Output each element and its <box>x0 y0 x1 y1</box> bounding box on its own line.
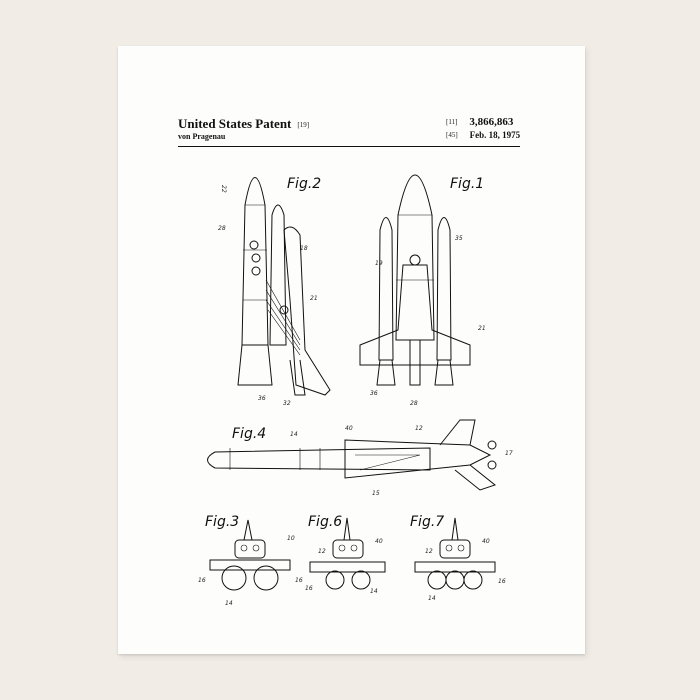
svg-text:16: 16 <box>498 578 506 585</box>
fig7-label: Fig.7 <box>410 514 444 530</box>
inventor-name: von Pragenau <box>178 132 226 141</box>
svg-text:17: 17 <box>505 450 513 457</box>
svg-text:14: 14 <box>428 595 436 602</box>
fig1-drawing: 19 35 21 28 36 <box>359 174 486 407</box>
fig3-label: Fig.3 <box>205 514 239 530</box>
fig4-label: Fig.4 <box>232 426 266 442</box>
fig4-drawing: 14 40 12 15 17 <box>207 419 513 497</box>
patent-number: [11] 3,866,863 <box>446 116 513 128</box>
svg-text:36: 36 <box>258 395 266 402</box>
svg-text:19: 19 <box>375 260 383 267</box>
patent-date-text: Feb. 18, 1975 <box>469 130 521 140</box>
svg-text:12: 12 <box>415 425 423 432</box>
svg-text:15: 15 <box>372 490 380 497</box>
svg-text:32: 32 <box>283 400 291 407</box>
header-rule <box>178 146 520 147</box>
svg-text:28: 28 <box>410 400 418 407</box>
svg-text:14: 14 <box>225 600 233 607</box>
fig6-label: Fig.6 <box>308 514 342 530</box>
svg-text:40: 40 <box>345 425 353 432</box>
svg-text:12: 12 <box>318 548 326 555</box>
fig3-drawing: 10 16 16 14 <box>198 519 303 607</box>
svg-text:40: 40 <box>375 538 383 545</box>
patent-title: United States Patent [19] <box>178 116 309 132</box>
fig2-label: Fig.2 <box>287 176 321 192</box>
svg-text:14: 14 <box>370 588 378 595</box>
fig7-drawing: 12 40 16 14 <box>414 517 506 602</box>
patent-title-text: United States Patent <box>178 116 292 131</box>
patent-number-text: 3,866,863 <box>469 116 514 128</box>
patent-print-sheet <box>118 46 585 654</box>
svg-text:28: 28 <box>218 225 226 232</box>
patent-title-ref: [19] <box>297 121 310 129</box>
svg-text:16: 16 <box>295 577 303 584</box>
svg-text:40: 40 <box>482 538 490 545</box>
svg-text:18: 18 <box>300 245 308 252</box>
patent-date-ref: [45] <box>446 131 458 139</box>
patent-date: [45] Feb. 18, 1975 <box>446 130 520 140</box>
fig2-drawing: 22 28 18 21 32 36 <box>218 177 331 407</box>
patent-number-ref: [11] <box>446 118 458 126</box>
svg-text:16: 16 <box>305 585 313 592</box>
svg-text:14: 14 <box>290 431 298 438</box>
svg-text:12: 12 <box>425 548 433 555</box>
svg-text:22: 22 <box>220 185 227 193</box>
svg-text:21: 21 <box>478 325 486 332</box>
svg-text:21: 21 <box>310 295 318 302</box>
svg-text:36: 36 <box>370 390 378 397</box>
fig1-label: Fig.1 <box>450 176 484 192</box>
svg-text:35: 35 <box>455 235 463 242</box>
svg-text:16: 16 <box>198 577 206 584</box>
svg-text:10: 10 <box>287 535 295 542</box>
fig6-drawing: 12 40 16 14 <box>305 517 386 595</box>
